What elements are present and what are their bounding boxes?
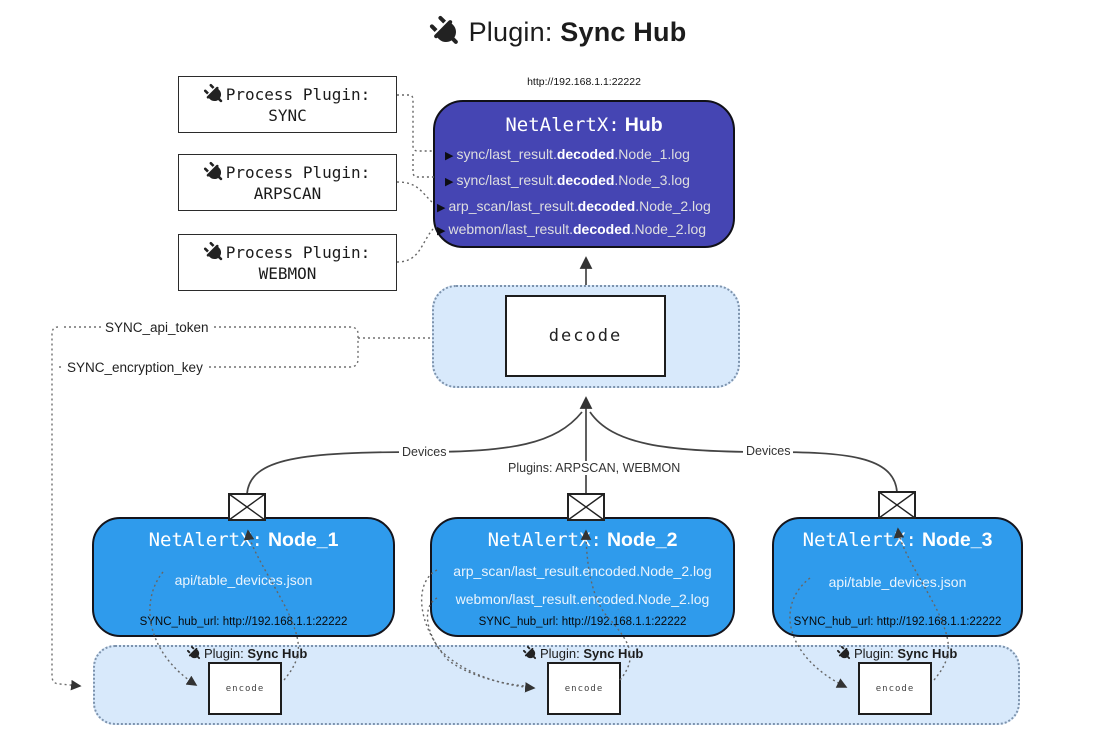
process-plugin-name: WEBMON [258,264,317,283]
node-hub-url: SYNC_hub_url: http://192.168.1.1:22222 [793,616,1002,628]
node-hub-url: SYNC_hub_url: http://192.168.1.1:22222 [478,616,687,628]
edge-sync-to-hub-line2 [412,154,434,178]
envelope-icon [567,493,605,521]
process-plugin-webmon-box: Process Plugin: WEBMON [178,234,397,291]
node-file: arp_scan/last_result.encoded.Node_2.log [453,563,712,579]
strip-plugin-text: Plugin: Sync Hub [204,646,308,661]
node-2-box: NetAlertX:Node_2 arp_scan/last_result.en… [430,517,735,637]
plug-icon [836,645,851,661]
encode-box: encode [858,662,932,715]
node-1-box: NetAlertX:Node_1 api/table_devices.json … [92,517,395,637]
plug-icon [429,15,461,48]
arrowhead-icon: ▶ [437,225,446,237]
decode-box: decode [505,295,666,377]
hub-box: NetAlertX:Hub ▶sync/last_result.decoded.… [433,100,735,248]
node-title: NetAlertX:Node_3 [802,529,993,551]
sync-encryption-key-label: SYNC_encryption_key [64,360,206,375]
strip-plugin-label: Plugin: Sync Hub [836,645,958,661]
plug-icon [203,241,224,263]
process-plugin-sync-box: Process Plugin: SYNC [178,76,397,133]
plugins-edge-label: Plugins: ARPSCAN, WEBMON [505,461,680,475]
page-title: Plugin: Sync Hub [468,16,687,47]
hub-title: NetAlertX:Hub [505,114,663,136]
devices-edge-label-left: Devices [399,445,450,459]
envelope-icon [228,493,266,521]
plug-icon [203,161,224,183]
diagram-title: Plugin: Sync Hub [0,15,1117,48]
hub-log-line: ▶arp_scan/last_result.decoded.Node_2.log [437,198,711,214]
node-file: webmon/last_result.encoded.Node_2.log [455,591,710,607]
encode-box: encode [547,662,621,715]
arrowhead-icon: ▶ [445,176,454,188]
arrowhead-icon: ▶ [445,150,454,162]
strip-plugin-label: Plugin: Sync Hub [522,645,644,661]
plug-icon [186,645,201,661]
strip-plugin-label: Plugin: Sync Hub [186,645,308,661]
plug-icon [522,645,537,661]
process-plugin-label: Process Plugin: [225,243,371,262]
arrowhead-icon: ▶ [437,202,446,214]
strip-plugin-text: Plugin: Sync Hub [540,646,644,661]
edge-webmon-to-hub-line [396,228,434,263]
process-plugin-label: Process Plugin: [225,85,371,104]
hub-log-line: ▶sync/last_result.decoded.Node_3.log [445,172,690,188]
hub-log-line: ▶webmon/last_result.decoded.Node_2.log [437,221,707,237]
edge-sync-to-hub-line1 [397,94,434,152]
hub-log-line: ▶sync/last_result.decoded.Node_1.log [445,146,690,162]
node-file: api/table_devices.json [174,572,313,588]
process-plugin-arpscan-box: Process Plugin: ARPSCAN [178,154,397,211]
envelope-icon [878,491,916,519]
edge-secrets-to-strip-line [51,326,82,691]
node-title: NetAlertX:Node_2 [487,529,678,551]
node-file: api/table_devices.json [828,574,967,590]
hub-url: http://192.168.1.1:22222 [527,76,641,88]
node-3-box: NetAlertX:Node_3 api/table_devices.json … [772,517,1023,637]
node-hub-url: SYNC_hub_url: http://192.168.1.1:22222 [139,616,348,628]
process-plugin-name: SYNC [268,106,307,125]
sync-api-token-label: SYNC_api_token [102,320,212,335]
encode-box: encode [208,662,282,715]
edge-arpscan-to-hub-line [396,181,434,204]
strip-plugin-text: Plugin: Sync Hub [854,646,958,661]
plug-icon [203,83,224,105]
process-plugin-name: ARPSCAN [253,184,322,203]
process-plugin-label: Process Plugin: [225,163,371,182]
devices-edge-label-right: Devices [743,444,794,458]
node-title: NetAlertX:Node_1 [148,529,339,551]
